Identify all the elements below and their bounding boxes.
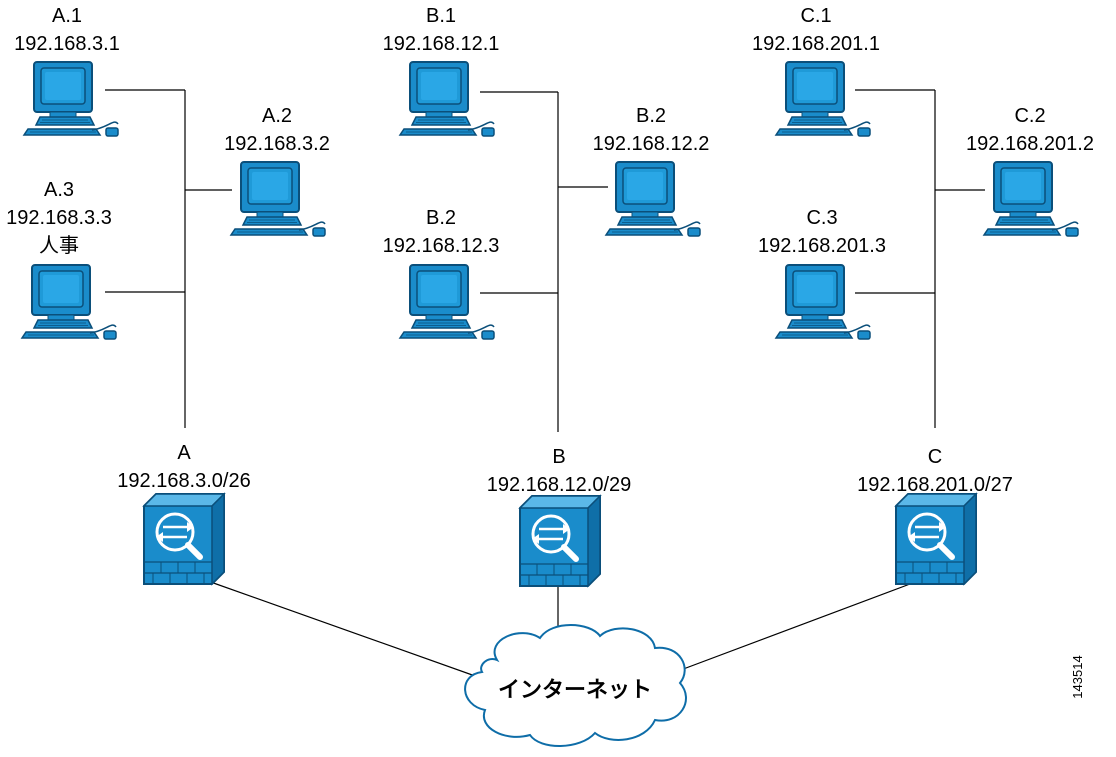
network-name-label: A xyxy=(177,442,191,464)
internet-links xyxy=(204,579,911,683)
workstation-icon xyxy=(21,264,117,340)
host-ip-label: 192.168.12.2 xyxy=(593,133,710,155)
host-ip-label: 192.168.201.1 xyxy=(752,33,880,55)
host-name-label: C.2 xyxy=(1014,105,1045,127)
host-note-label: 人事 xyxy=(39,234,79,257)
workstation-icon xyxy=(775,61,871,137)
workstation-icon xyxy=(399,61,495,137)
network-subnet-label: 192.168.201.0/27 xyxy=(857,474,1013,496)
host-name-label: B.2 xyxy=(426,207,456,229)
network-b-links xyxy=(480,91,608,432)
network-name-label: B xyxy=(552,446,565,468)
workstation-icon xyxy=(775,264,871,340)
workstation-icon xyxy=(605,161,701,237)
firewall-appliance-icon xyxy=(144,494,224,584)
host-name-label: B.2 xyxy=(636,105,666,127)
network-name-label: C xyxy=(928,446,942,468)
host-name-label: A.2 xyxy=(262,105,292,127)
network-subnet-label: 192.168.3.0/26 xyxy=(117,470,250,492)
figure-id-label: 143514 xyxy=(1070,655,1085,698)
workstation-icon xyxy=(23,61,119,137)
firewall-appliance-icon xyxy=(520,496,600,586)
cloud-icon xyxy=(464,624,687,747)
host-ip-label: 192.168.3.3 xyxy=(6,207,112,229)
host-ip-label: 192.168.3.1 xyxy=(14,33,120,55)
internet-label: インターネット xyxy=(498,678,652,703)
host-ip-label: 192.168.12.1 xyxy=(383,33,500,55)
workstation-icon xyxy=(983,161,1079,237)
host-ip-label: 192.168.201.2 xyxy=(966,133,1094,155)
network-a-links xyxy=(105,89,232,428)
host-ip-label: 192.168.3.2 xyxy=(224,133,330,155)
network-c-links xyxy=(855,89,985,428)
host-name-label: C.3 xyxy=(806,207,837,229)
host-name-label: A.1 xyxy=(52,5,82,27)
workstation-icon xyxy=(230,161,326,237)
host-name-label: C.1 xyxy=(800,5,831,27)
host-ip-label: 192.168.12.3 xyxy=(383,235,500,257)
host-name-label: B.1 xyxy=(426,5,456,27)
host-name-label: A.3 xyxy=(44,179,74,201)
host-ip-label: 192.168.201.3 xyxy=(758,235,886,257)
workstation-icon xyxy=(399,264,495,340)
network-subnet-label: 192.168.12.0/29 xyxy=(487,474,632,496)
firewall-appliance-icon xyxy=(896,494,976,584)
